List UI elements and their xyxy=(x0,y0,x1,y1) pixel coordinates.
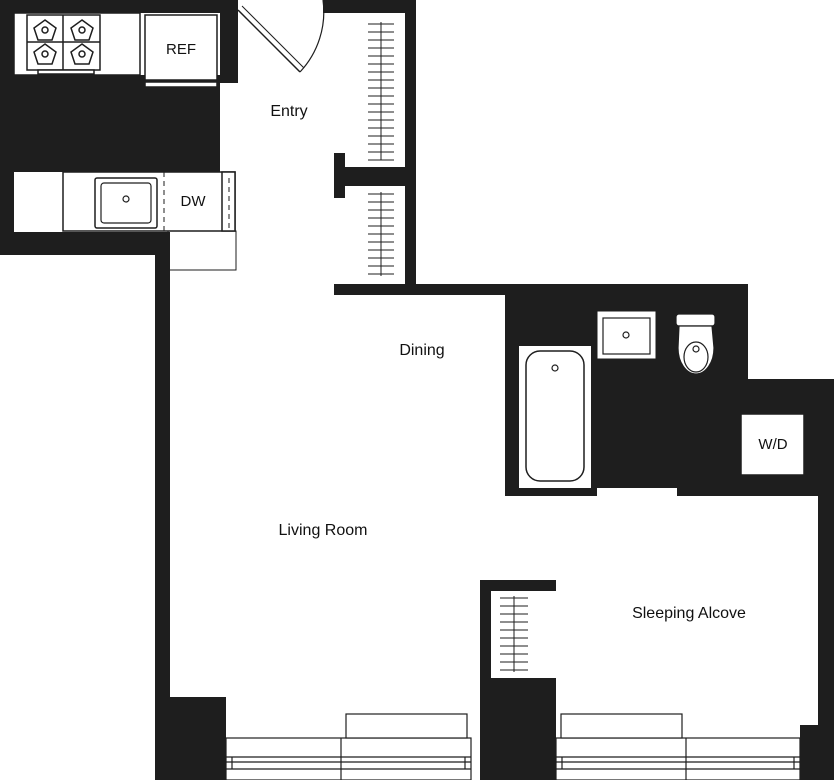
alcove-partition-left xyxy=(480,580,491,700)
radiator-right xyxy=(560,713,683,739)
bathtub-icon xyxy=(519,346,591,488)
room-label-sleeping-alcove: Sleeping Alcove xyxy=(632,605,746,622)
kitchen: REF DW xyxy=(13,12,237,271)
toilet-icon xyxy=(675,313,716,375)
refrigerator-icon: REF xyxy=(144,14,218,88)
kitchen-left-wall xyxy=(0,0,14,255)
entry-door[interactable] xyxy=(237,0,325,73)
dining-top-wall xyxy=(334,284,748,295)
kitchen-dark-floor xyxy=(14,75,220,172)
living-left-wall xyxy=(155,255,170,780)
entry-closet-upper xyxy=(368,22,394,161)
dishwasher-icon: DW xyxy=(163,172,207,231)
window-right xyxy=(555,737,801,780)
kitchen-top-wall xyxy=(0,0,238,13)
room-label-entry: Entry xyxy=(270,103,307,120)
kitchen-divider-wall xyxy=(220,0,238,83)
dishwasher-label: DW xyxy=(181,193,207,210)
alcove-column xyxy=(480,678,556,780)
entry-top-wall xyxy=(323,0,416,13)
kitchen-bottom-wall xyxy=(0,232,170,255)
alcove-partition-top xyxy=(480,580,556,591)
alcove-closet xyxy=(500,596,528,672)
washer-dryer-icon: W/D xyxy=(740,413,805,476)
bathroom-bottom-wall-right xyxy=(677,486,834,496)
bathroom-left-wall xyxy=(505,284,519,496)
room-label-living-room: Living Room xyxy=(279,522,368,539)
radiator-left xyxy=(345,713,468,739)
cooktop-icon xyxy=(26,14,101,75)
entry-right-wall xyxy=(405,0,416,290)
kitchen-sink-icon xyxy=(94,177,158,229)
kitchen-cabinet xyxy=(167,230,237,271)
bathroom-right-wall xyxy=(734,284,748,396)
bathroom-sink-icon xyxy=(596,310,657,360)
closet-partition-wall xyxy=(334,167,406,186)
window-left xyxy=(225,737,472,780)
entry-closet-lower xyxy=(368,192,394,276)
bathroom-bottom-wall-left xyxy=(505,486,597,496)
room-label-dining: Dining xyxy=(399,342,444,359)
washer-dryer-label: W/D xyxy=(758,436,787,453)
refrigerator-label: REF xyxy=(166,41,196,58)
right-exterior-wall xyxy=(818,379,834,780)
bottom-left-column xyxy=(168,697,226,780)
bottom-right-column xyxy=(800,725,834,780)
kitchen-counter xyxy=(13,12,141,76)
